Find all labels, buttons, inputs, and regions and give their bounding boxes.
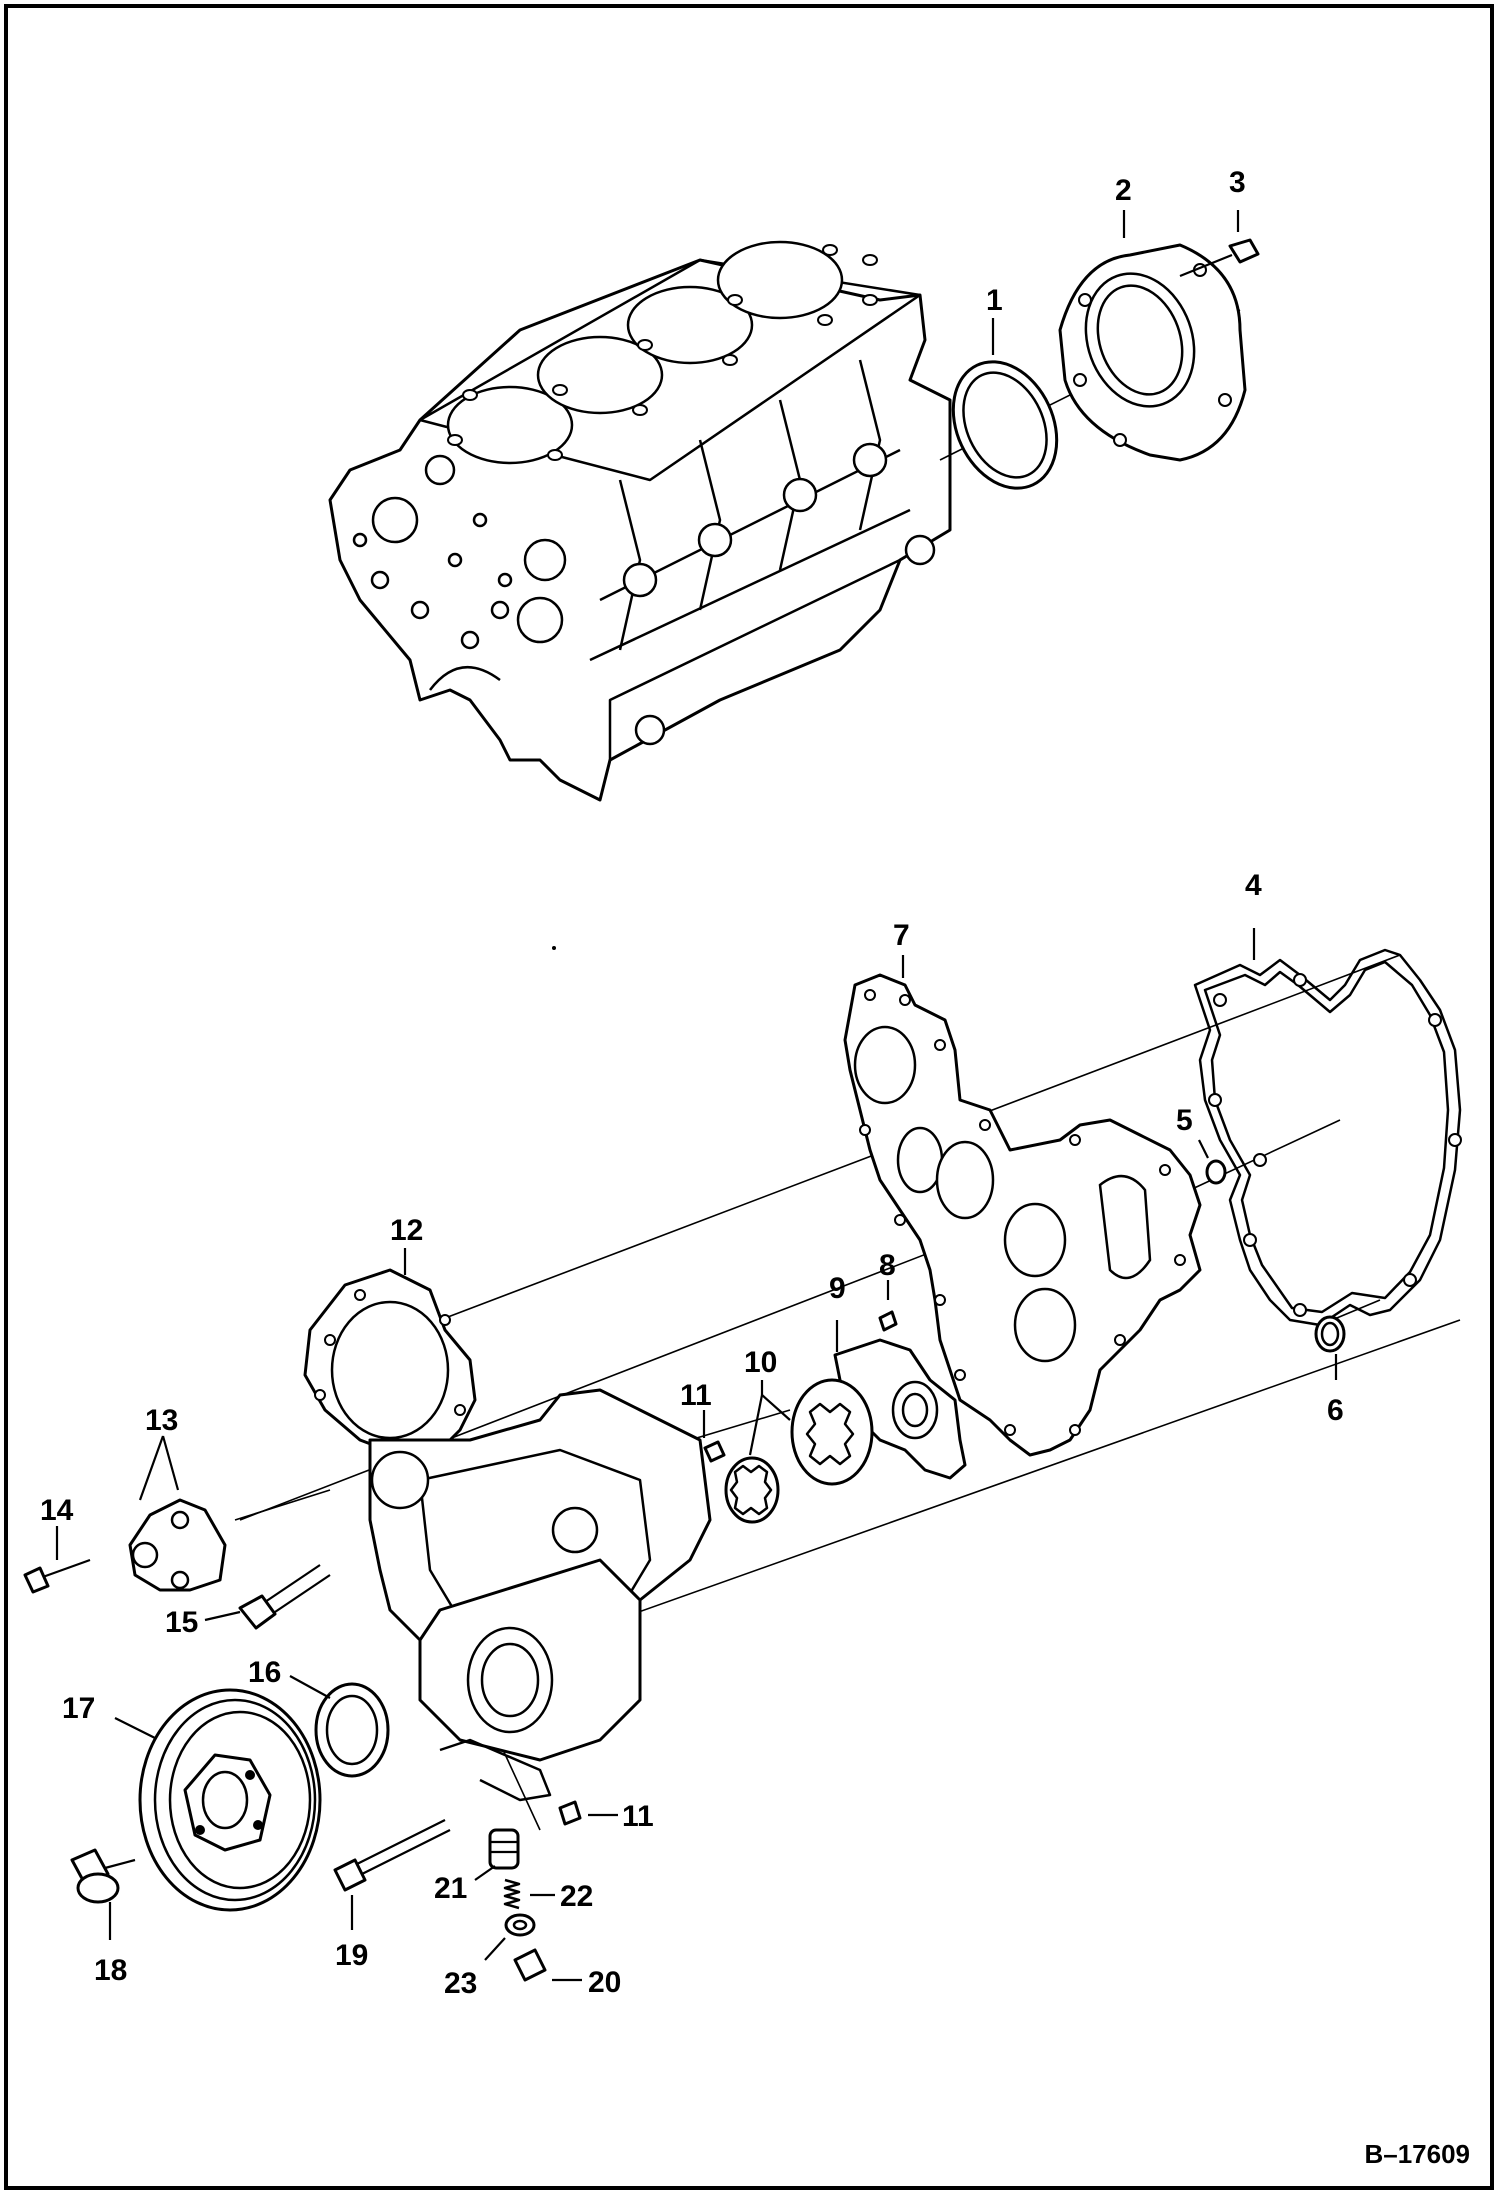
callout-10: 10 [744, 1346, 777, 1379]
part-1-rear-oil-seal [951, 318, 1059, 490]
part-20-plug [513, 1948, 582, 1982]
part-12-gear-case [303, 1248, 477, 1457]
part-9-pump-cover [833, 1320, 967, 1480]
part-11-plug-lower [558, 1800, 618, 1826]
part-18-pulley-bolt [70, 1848, 136, 1940]
part-19-long-bolt [333, 1819, 451, 1930]
part-10-pump-rotors [724, 1378, 874, 1524]
part-15-bolt [204, 1564, 331, 1630]
callout-8: 8 [879, 1249, 896, 1282]
part-5-o-ring [1198, 1139, 1227, 1185]
part-8-screw [878, 1280, 898, 1332]
part-13-bracket [128, 1435, 227, 1592]
part-4-gasket [1193, 928, 1462, 1327]
callout-2: 2 [1115, 174, 1132, 207]
part-11-plug-upper [702, 1410, 726, 1463]
callout-16: 16 [248, 1656, 281, 1689]
callout-20: 20 [588, 1966, 621, 1999]
reference-number: B–17609 [1364, 2139, 1470, 2169]
callout-22: 22 [560, 1880, 593, 1913]
front-cover [368, 1388, 712, 1802]
callout-11-upper: 11 [680, 1379, 712, 1412]
callout-15: 15 [165, 1606, 198, 1639]
part-3-bolt [1179, 210, 1260, 278]
part-7-gear-case-plate [843, 955, 1202, 1457]
callout-12: 12 [390, 1214, 423, 1247]
part-17-crank-pulley [114, 1688, 322, 1912]
callout-7: 7 [893, 919, 910, 952]
callout-13: 13 [145, 1404, 178, 1437]
part-16-front-seal [289, 1675, 390, 1778]
callout-1: 1 [986, 284, 1003, 317]
callout-17: 17 [62, 1692, 95, 1725]
callout-6: 6 [1327, 1394, 1344, 1427]
diagram-border [4, 4, 1494, 2190]
part-23-washer [484, 1913, 536, 1961]
callout-14: 14 [40, 1494, 74, 1527]
part-22-spring [503, 1878, 555, 1910]
callout-23: 23 [444, 1967, 477, 2000]
callout-3: 3 [1229, 166, 1246, 199]
engine-block-illustration [328, 240, 952, 802]
callout-19: 19 [335, 1939, 368, 1972]
callout-5: 5 [1176, 1104, 1193, 1137]
callout-9: 9 [829, 1272, 846, 1305]
part-2-seal-retainer [1058, 210, 1247, 462]
callout-21: 21 [434, 1872, 467, 1905]
callout-11-lower: 11 [622, 1800, 654, 1833]
part-14-bolt [23, 1526, 91, 1594]
part-21-relief-valve [474, 1828, 520, 1881]
callout-4: 4 [1245, 869, 1262, 902]
callout-18: 18 [94, 1954, 127, 1987]
part-6-o-ring [1314, 1315, 1346, 1380]
